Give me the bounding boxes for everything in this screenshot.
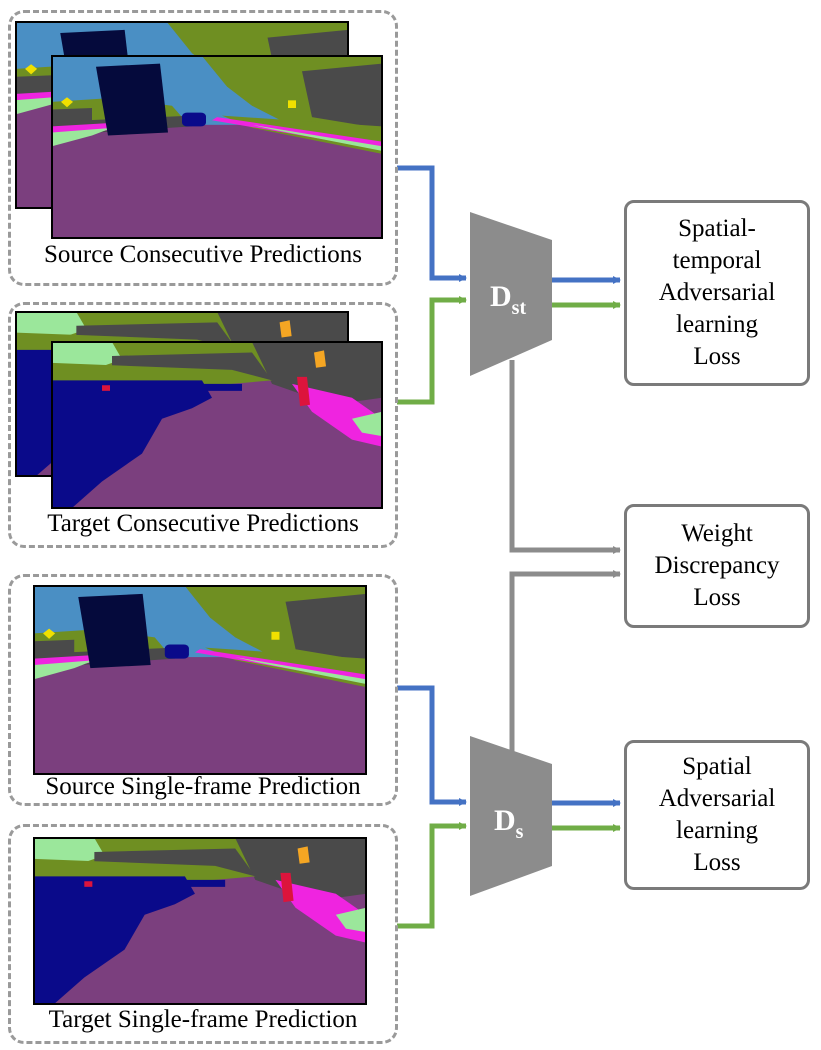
spatial-temporal-loss-label: Spatial- temporal Adversarial learning L…	[658, 215, 776, 370]
source-consecutive-frames	[15, 21, 383, 239]
arrow-dst-to-weight-loss	[509, 360, 621, 554]
discriminator-s-shape	[470, 736, 552, 896]
caption-target-single: Target Single-frame Prediction	[48, 1006, 358, 1033]
group-source-single	[8, 574, 398, 806]
spatial-temporal-loss-box: Spatial- temporal Adversarial learning L…	[624, 200, 810, 386]
discriminator-s-label: Ds	[494, 804, 524, 843]
target-consecutive-frames	[15, 311, 383, 509]
discriminator-st-shape	[470, 212, 552, 376]
arrow-target-single-to-ds	[397, 822, 467, 929]
arrow-source-consecutive-to-dst	[397, 165, 467, 282]
caption-target-consecutive: Target Consecutive Predictions	[47, 510, 359, 537]
group-source-consecutive	[8, 10, 398, 286]
arrow-source-single-to-ds	[397, 685, 467, 806]
caption-source-consecutive: Source Consecutive Predictions	[44, 241, 362, 268]
arrow-ds-to-weight-loss	[509, 570, 621, 752]
arrow-target-consecutive-to-dst	[397, 296, 467, 405]
discriminator-st-label: Dst	[490, 280, 526, 319]
weight-discrepancy-loss-box: Weight Discrepancy Loss	[624, 504, 810, 628]
caption-source-single: Source Single-frame Prediction	[45, 773, 361, 800]
weight-discrepancy-loss-label: Weight Discrepancy Loss	[654, 520, 780, 611]
spatial-loss-box: Spatial Adversarial learning Loss	[624, 740, 810, 890]
spatial-loss-label: Spatial Adversarial learning Loss	[658, 753, 776, 876]
target-single-frame	[33, 837, 367, 1005]
group-target-single	[8, 824, 398, 1044]
group-target-consecutive	[8, 302, 398, 548]
source-single-frame	[33, 585, 367, 775]
